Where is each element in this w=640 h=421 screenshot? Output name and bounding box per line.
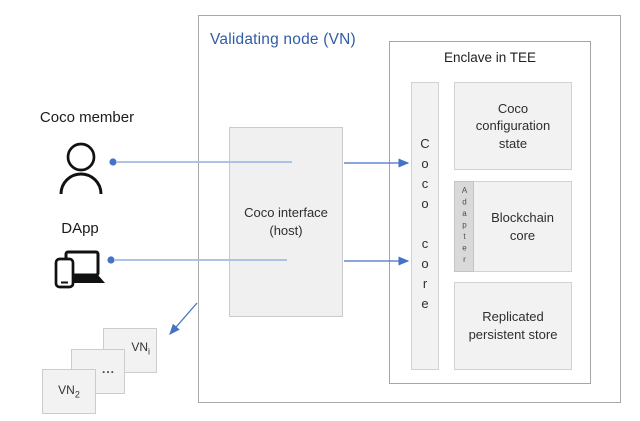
vn-i-label: VNi <box>131 340 150 357</box>
enclave-title: Enclave in TEE <box>443 50 537 65</box>
vn-ellipsis-label: ... <box>101 362 115 376</box>
blockchain-core-label: Blockchain core <box>491 209 554 243</box>
replicated-persistent-store-box: Replicated persistent store <box>454 282 572 370</box>
vn-2-box: VN2 <box>42 369 96 414</box>
replicated-persistent-store-label: Replicated persistent store <box>468 309 558 342</box>
coco-interface-sublabel: (host) <box>269 223 303 238</box>
vn-stack-arrow <box>169 302 198 335</box>
coco-member-label: Coco member <box>39 109 135 126</box>
coco-core-label: Coco core <box>417 136 433 316</box>
coco-interface-label: Coco interface <box>244 204 328 220</box>
coco-interface-host-box: Coco interface (host) <box>229 127 343 317</box>
validating-node-title: Validating node (VN) <box>210 31 356 48</box>
adapter-label: Adapter <box>460 186 469 267</box>
laptop-phone-icon <box>54 250 105 289</box>
coco-configuration-state-box: Coco configuration state <box>454 82 572 170</box>
blockchain-core-box: Blockchain core <box>474 181 572 272</box>
coco-configuration-state-label: Coco configuration state <box>475 100 551 151</box>
vn-2-label: VN2 <box>58 383 80 400</box>
person-icon <box>59 142 103 195</box>
dapp-label: DApp <box>61 220 99 237</box>
member-connector-dot <box>109 158 117 166</box>
coco-core-box: Coco core <box>411 82 439 370</box>
adapter-box: Adapter <box>454 181 474 272</box>
